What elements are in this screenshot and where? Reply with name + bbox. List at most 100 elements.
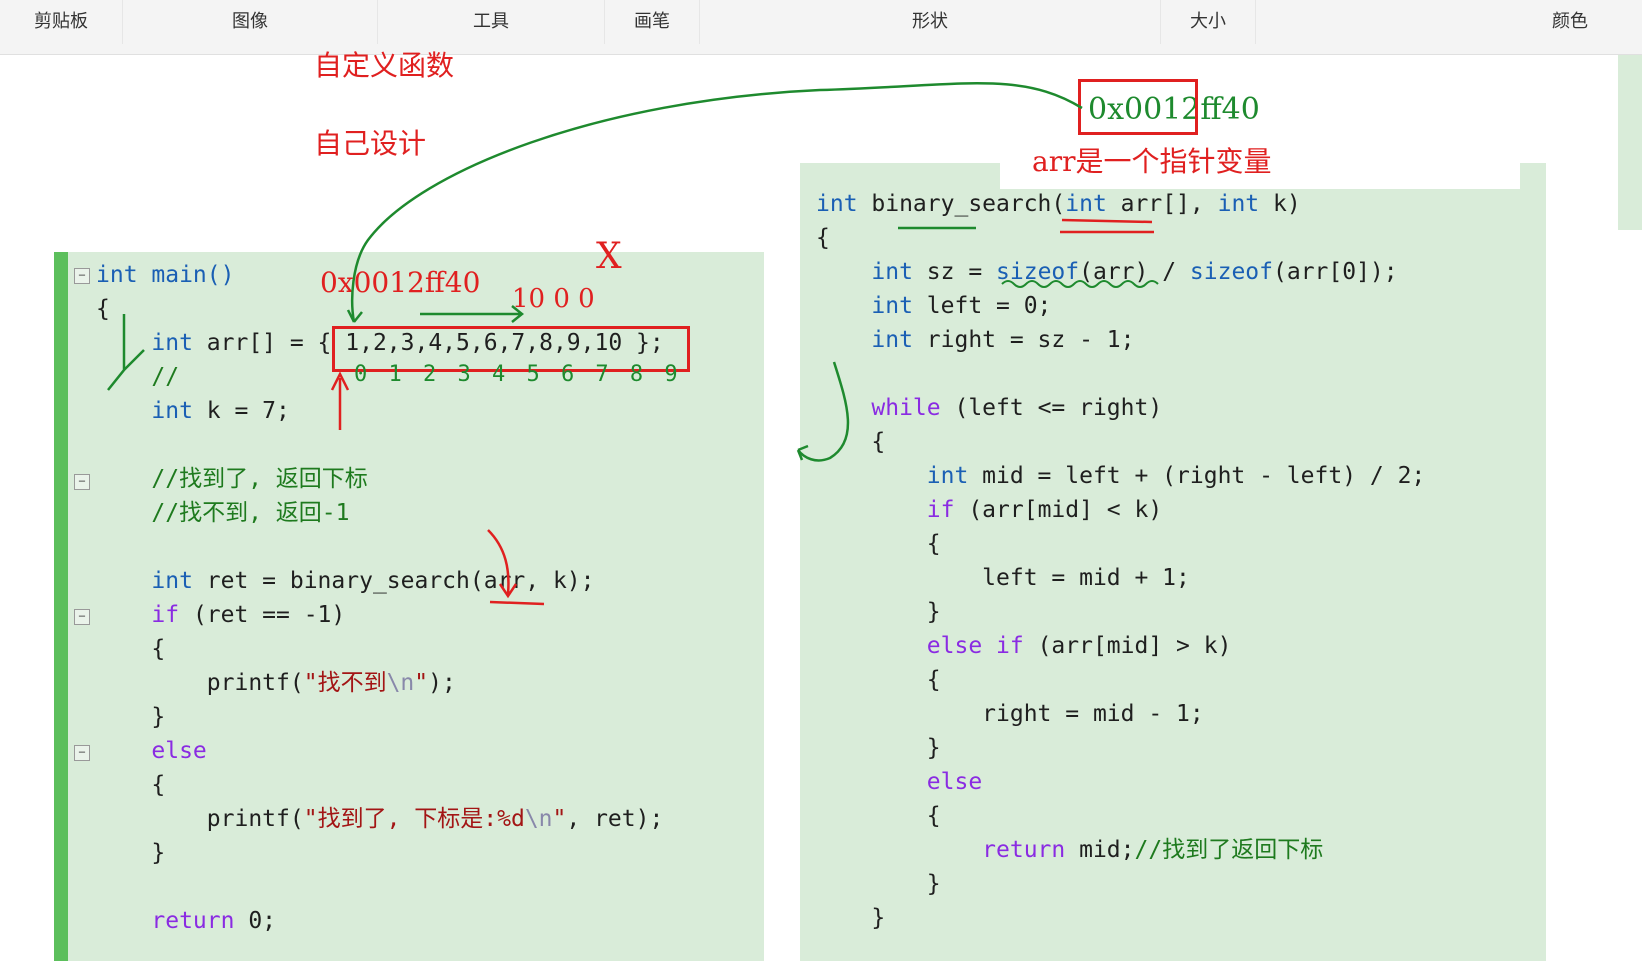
return-value: 0; bbox=[248, 908, 277, 934]
brace: { bbox=[926, 667, 941, 693]
main-code: int main() { int arr[] = { 1,2,3,4,5,6,7… bbox=[96, 258, 664, 938]
kw-int: int bbox=[871, 259, 927, 285]
brace: } bbox=[151, 704, 166, 730]
brace: { bbox=[151, 636, 166, 662]
if-cond: (arr[mid] < k) bbox=[968, 497, 1163, 523]
squiggle-sizeof bbox=[1001, 280, 1159, 288]
kw-int: int bbox=[1065, 191, 1121, 217]
brace: { bbox=[871, 429, 886, 455]
return-mid: mid; bbox=[1079, 837, 1135, 863]
kw-while: while bbox=[871, 395, 955, 421]
tab-clipboard-label: 剪贴板 bbox=[34, 11, 88, 32]
stmt-right-update: right = mid - 1; bbox=[982, 701, 1204, 727]
comment-notfound: //找不到, 返回-1 bbox=[151, 500, 350, 526]
param-k: k) bbox=[1272, 191, 1301, 217]
scrollbar[interactable] bbox=[1618, 55, 1642, 230]
annotation-title-custom-function: 自定义函数 bbox=[314, 49, 455, 82]
brace: } bbox=[151, 840, 166, 866]
arrow-green-right bbox=[420, 305, 525, 323]
line-k-decl: k = 7; bbox=[206, 398, 290, 424]
tab-colors-label: 颜色 bbox=[1552, 11, 1588, 32]
elseif-cond: (arr[mid] > k) bbox=[1037, 633, 1232, 659]
escape-seq: \n bbox=[386, 670, 415, 696]
escape-seq: \n bbox=[524, 806, 553, 832]
kw-int: int bbox=[151, 568, 207, 594]
kw-return: return bbox=[982, 837, 1080, 863]
annotation-address-top: 0x0012ff40 bbox=[1088, 92, 1260, 127]
stmt-left-update: left = mid + 1; bbox=[982, 565, 1190, 591]
func-code: int binary_search(int arr[], int k) { in… bbox=[816, 187, 1425, 935]
kw-int: int bbox=[926, 463, 983, 489]
tab-colors[interactable]: 颜色 bbox=[1256, 0, 1642, 44]
arrow-red-up bbox=[330, 371, 350, 430]
string-quote: " bbox=[414, 670, 429, 696]
tab-tools-label: 工具 bbox=[473, 11, 509, 32]
arrow-green-while bbox=[796, 361, 850, 462]
kw-int: int bbox=[871, 327, 927, 353]
fold-toggle-else[interactable]: − bbox=[74, 745, 90, 761]
arrow-green-main bbox=[107, 314, 145, 391]
tab-image[interactable]: 图像 bbox=[123, 0, 378, 44]
brace: } bbox=[926, 599, 941, 625]
comment: // bbox=[151, 364, 180, 390]
kw-if: if bbox=[926, 497, 969, 523]
underline-red-arr bbox=[489, 600, 545, 606]
change-margin-bar bbox=[54, 252, 68, 961]
kw-else: else bbox=[151, 738, 207, 764]
comment-return: //找到了返回下标 bbox=[1134, 837, 1324, 863]
line-ret-call: ret = binary_search(arr, k); bbox=[206, 568, 595, 594]
ribbon-toolbar: 剪贴板 图像 工具 画笔 形状 大小 颜色 bbox=[0, 0, 1642, 55]
annotation-redbox-array bbox=[332, 326, 690, 372]
tab-shapes[interactable]: 形状 bbox=[700, 0, 1161, 44]
line-main-signature: int main() bbox=[96, 262, 235, 288]
sizeof-arg: (arr) / bbox=[1079, 259, 1190, 285]
fold-toggle-comment[interactable]: − bbox=[74, 474, 90, 490]
annotation-note-100: 10 0 0 bbox=[512, 284, 595, 314]
annotation-indices: 0 1 2 3 4 5 6 7 8 9 bbox=[354, 362, 682, 387]
printf-call: printf( bbox=[206, 806, 304, 832]
kw-int: int bbox=[151, 330, 207, 356]
kw-int: int bbox=[816, 191, 872, 217]
tab-image-label: 图像 bbox=[232, 11, 268, 32]
paren-close: ); bbox=[428, 670, 456, 696]
underline-red-arr-param bbox=[1060, 218, 1154, 234]
fold-toggle-main[interactable]: − bbox=[74, 268, 90, 284]
func-name: binary_search( bbox=[871, 191, 1066, 217]
tab-clipboard[interactable]: 剪贴板 bbox=[0, 0, 123, 44]
brace: { bbox=[926, 531, 941, 557]
brace: } bbox=[926, 871, 941, 897]
kw-else: else bbox=[926, 769, 983, 795]
brace: { bbox=[816, 225, 830, 251]
string-literal: "找到了, 下标是:%d bbox=[303, 806, 525, 832]
tab-size-label: 大小 bbox=[1190, 11, 1226, 32]
comment-found: //找到了, 返回下标 bbox=[151, 466, 368, 492]
string-literal: "找不到 bbox=[303, 670, 387, 696]
brace: { bbox=[96, 296, 110, 322]
kw-if: if bbox=[151, 602, 193, 628]
func-code-panel: int binary_search(int arr[], int k) { in… bbox=[800, 163, 1546, 961]
panel-overlap-white bbox=[1000, 163, 1520, 189]
tab-brushes[interactable]: 画笔 bbox=[605, 0, 700, 44]
arrow-green-long bbox=[350, 82, 1083, 323]
kw-sizeof: sizeof bbox=[1189, 259, 1273, 285]
var-sz: sz = bbox=[926, 259, 997, 285]
brace: } bbox=[926, 735, 941, 761]
kw-int: int bbox=[1217, 191, 1273, 217]
annotation-title-self-design: 自己设计 bbox=[314, 127, 427, 160]
tab-size[interactable]: 大小 bbox=[1161, 0, 1256, 44]
param-arr: arr[], bbox=[1120, 191, 1218, 217]
kw-return: return bbox=[151, 908, 249, 934]
kw-else-if: else if bbox=[926, 633, 1038, 659]
kw-int: int bbox=[151, 398, 207, 424]
fold-toggle-if[interactable]: − bbox=[74, 609, 90, 625]
string-quote: " bbox=[552, 806, 567, 832]
var-left: left = 0; bbox=[926, 293, 1052, 319]
brace: { bbox=[926, 803, 941, 829]
tab-shapes-label: 形状 bbox=[912, 11, 948, 32]
tab-tools[interactable]: 工具 bbox=[378, 0, 605, 44]
tab-brushes-label: 画笔 bbox=[634, 11, 670, 32]
sizeof-arg: (arr[0]); bbox=[1273, 259, 1398, 285]
printf-args: , ret); bbox=[566, 806, 664, 832]
brace: } bbox=[871, 905, 886, 931]
